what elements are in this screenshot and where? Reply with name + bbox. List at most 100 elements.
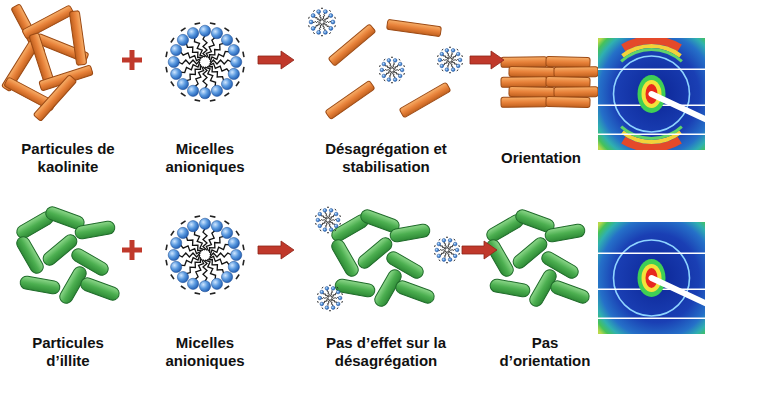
minus-sign — [329, 33, 331, 34]
detector-gap — [598, 318, 705, 320]
particle-body — [501, 97, 547, 108]
surfactant-head — [221, 78, 232, 89]
surfactant-head — [336, 290, 340, 294]
particle-body — [554, 67, 598, 78]
kaolinite-particle — [387, 19, 442, 36]
kaolinite-particle — [509, 66, 555, 77]
surfactant-head — [437, 242, 441, 246]
minus-sign — [317, 301, 319, 303]
surfactant-tail — [447, 52, 450, 58]
minus-sign — [243, 260, 244, 265]
surfactant-tail — [392, 72, 395, 78]
minus-sign — [399, 59, 400, 60]
minus-sign — [341, 301, 343, 303]
kaolinite-particle — [554, 67, 598, 78]
minus-sign — [403, 65, 405, 67]
particle-body — [14, 234, 45, 275]
minus-sign — [335, 230, 336, 231]
particle-body — [399, 82, 451, 118]
minus-sign — [317, 293, 319, 295]
surfactant-head — [329, 228, 333, 232]
surfactant-head — [231, 249, 242, 260]
surfactant-head — [221, 227, 232, 238]
surfactant-tail — [452, 55, 457, 60]
surfactant-head — [168, 56, 179, 67]
minus-sign — [243, 67, 244, 72]
kaolinite-particle — [509, 86, 555, 97]
surfactant-tail — [313, 21, 321, 22]
surfactant-head — [318, 212, 322, 216]
surfactant-tail — [210, 51, 229, 62]
surfactant-head — [325, 287, 329, 291]
surfactant-head — [323, 228, 327, 232]
illite-particle — [544, 223, 586, 243]
minus-sign — [320, 230, 321, 231]
minus-sign — [327, 232, 329, 233]
surfactant-tail — [324, 21, 332, 22]
particle-body — [546, 96, 590, 107]
surfactant-head — [171, 68, 182, 79]
illite-particle — [14, 234, 45, 275]
surfactant-tail — [383, 69, 390, 70]
anionic-micelle — [435, 237, 460, 262]
surfactant-head — [171, 237, 182, 248]
minus-sign — [313, 10, 315, 11]
surfactant-head — [325, 306, 329, 310]
kaolinite-particle — [554, 87, 598, 98]
surfactant-head — [171, 44, 182, 55]
kaolinite-particle — [546, 96, 590, 107]
minus-sign — [236, 231, 239, 236]
surfactant-head — [231, 56, 242, 67]
kaolinite-particle — [325, 80, 375, 119]
surfactant-head — [398, 74, 402, 78]
stage-caption: Désagrégation et stabilisation — [310, 140, 462, 176]
minus-sign — [399, 80, 400, 81]
surfactant-head — [435, 248, 439, 252]
minus-sign — [166, 52, 167, 57]
kaolinite-particle — [69, 11, 86, 66]
particle-body — [69, 11, 86, 66]
anionic-micelle — [318, 285, 343, 310]
particle-body — [546, 76, 590, 87]
surfactant-head — [316, 218, 320, 222]
illite-particle — [389, 223, 431, 243]
surfactant-head — [448, 258, 452, 262]
particle-body — [325, 80, 375, 119]
minus-sign — [391, 82, 393, 83]
surfactant-head — [311, 14, 315, 18]
surfactant-head — [442, 239, 446, 243]
minus-sign — [320, 209, 321, 210]
surfactant-head — [187, 28, 198, 39]
surfactant-head — [456, 52, 460, 56]
minus-sign — [313, 33, 315, 34]
surfactant-head — [211, 85, 222, 96]
detector-gap — [598, 69, 705, 71]
minus-sign — [434, 245, 436, 247]
surfactant-tail — [327, 290, 330, 296]
minus-sign — [329, 310, 331, 311]
surfactant-head — [177, 227, 188, 238]
minus-sign — [322, 308, 323, 309]
particle-body — [544, 223, 586, 243]
kaolinite-particle — [501, 97, 547, 108]
surfactant-tail — [438, 249, 445, 250]
minus-sign — [195, 216, 200, 217]
surfactant-head — [400, 68, 404, 72]
minus-sign — [442, 70, 443, 71]
minus-sign — [210, 293, 215, 294]
anionic-micelle — [438, 47, 463, 72]
particle-body — [489, 278, 531, 298]
minus-sign — [337, 287, 338, 288]
kaolinite-particle — [328, 24, 376, 66]
minus-sign — [379, 65, 381, 67]
surfactant-head — [317, 30, 321, 34]
minus-sign — [442, 49, 443, 50]
surfactant-head — [221, 271, 232, 282]
illite-particle — [549, 279, 591, 305]
oriented-reflection — [620, 48, 683, 63]
stage-caption: Particules de kaolinite — [12, 140, 124, 176]
surfactant-head — [440, 52, 444, 56]
minus-sign — [434, 253, 436, 255]
stage-caption: Particules d’illite — [18, 334, 118, 370]
surfactant-head — [445, 68, 449, 72]
